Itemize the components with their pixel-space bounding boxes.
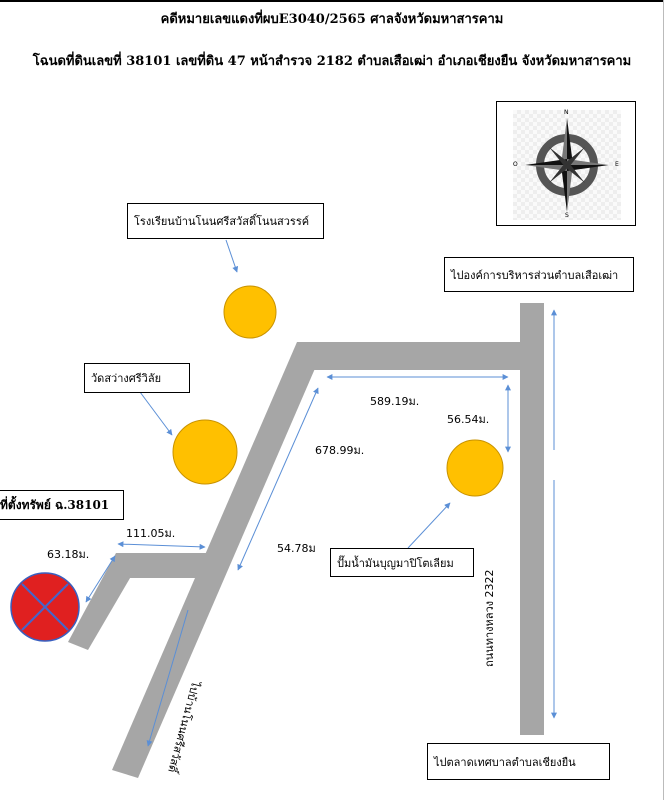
temple-marker xyxy=(172,419,238,485)
title-deed-subtitle: โฉนดที่ดินเลขที่ 38101 เลขที่ดิน 47 หน้า… xyxy=(32,54,632,69)
compass-north-label: N xyxy=(564,109,569,116)
distance-63-arrow xyxy=(85,555,116,603)
distance-678-arrow xyxy=(237,387,319,571)
distance-111-arrow xyxy=(117,541,206,550)
distance-label-111: 111.05ม. xyxy=(126,527,176,540)
compass-rose-panel: N S E O xyxy=(496,101,636,226)
compass-background: N S E O xyxy=(513,109,621,220)
school-marker xyxy=(223,285,277,339)
temple-label-box: วัดสว่างศรีวิลัย xyxy=(84,363,190,393)
property-marker xyxy=(10,572,80,642)
branch-road xyxy=(116,553,210,578)
temple-pointer-arrow xyxy=(139,391,173,436)
gas-station-pointer-arrow xyxy=(407,502,451,549)
property-label-box: ที่ตั้งทรัพย์ ฉ.38101 xyxy=(0,490,124,520)
gas-station-label-box: ปั๊มน้ำมันบุญมาปิโตเลียม xyxy=(330,548,474,577)
gas-station-marker xyxy=(446,439,504,497)
compass-east-label: E xyxy=(615,161,619,168)
school-label-box: โรงเรียนบ้านโนนศรีสวัสดิ์โนนสวรรค์ xyxy=(127,203,324,239)
top-border xyxy=(0,0,664,2)
compass-south-label: S xyxy=(565,212,569,219)
distance-label-5478: 54.78ม xyxy=(277,542,316,555)
village-road-direction-arrow xyxy=(146,609,189,747)
school-pointer-arrow xyxy=(225,239,239,273)
distance-label-5654: 56.54ม. xyxy=(447,413,490,426)
sao-office-label-box: ไปองค์การบริหารส่วนตำบลเสือเฒ่า xyxy=(444,257,634,292)
top-connector-road xyxy=(297,342,544,370)
distance-label-63: 63.18ม. xyxy=(47,548,90,561)
compass-west-label: O xyxy=(513,161,518,168)
market-label-box: ไปตลาดเทศบาลตำบลเชียงยืน xyxy=(427,743,610,780)
highway-2322-label: ถนนทางหลวง 2322 xyxy=(483,569,496,667)
highway-2322-road xyxy=(520,303,544,735)
compass-rose-icon xyxy=(525,118,609,212)
case-number-title: คดีหมายเลขแดงที่ผบE3040/2565 ศาลจังหวัดม… xyxy=(160,12,504,27)
distance-label-589: 589.19ม. xyxy=(370,395,420,408)
distance-label-678: 678.99ม. xyxy=(315,444,365,457)
